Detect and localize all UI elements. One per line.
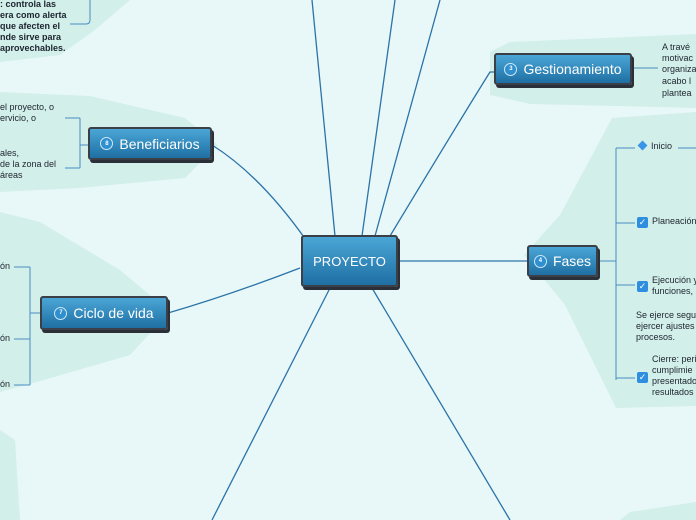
root-node[interactable]: PROYECTO	[301, 235, 398, 287]
node-gestionamiento-label: Gestionamiento	[523, 61, 622, 77]
note-gestionamiento-2: motivac	[662, 53, 694, 63]
link-root-top-b	[361, 0, 396, 237]
link-root-bottom-left	[211, 287, 331, 520]
phase-ejecucion-1: Ejecución y	[652, 275, 696, 285]
panel-fases	[524, 112, 696, 408]
phase-inicio[interactable]: Inicio	[651, 141, 673, 151]
phase-cierre-3: presentado	[652, 376, 696, 386]
note-beneficiarios-1: el proyecto, o	[0, 102, 55, 112]
link-root-bottom-right	[371, 287, 511, 520]
phase-seguimiento-3: procesos.	[636, 332, 676, 342]
note-top-left-3: que afecten el	[0, 21, 61, 31]
note-top-left-1: : controla las	[0, 0, 57, 9]
link-ciclo-bracket	[14, 266, 40, 386]
note-gestionamiento-5: plantea	[662, 88, 692, 98]
phase-seguimiento-1: Se ejerce segu	[636, 310, 696, 320]
node-ciclo-label: Ciclo de vida	[73, 305, 154, 321]
note-beneficiarios-4: de la zona del	[0, 159, 57, 169]
checkbox-checked-icon[interactable]: ✓	[637, 281, 648, 292]
note-ciclo-2: ón	[0, 333, 11, 343]
link-root-ciclo	[167, 267, 301, 314]
note-ciclo-1: ón	[0, 261, 11, 271]
link-root-beneficiarios	[211, 144, 307, 241]
note-beneficiarios-5: áreas	[0, 170, 23, 180]
phase-cierre-1: Cierre: peri	[652, 354, 696, 364]
note-beneficiarios-2: ervicio, o	[0, 113, 37, 123]
note-top-left-2: era como alerta	[0, 10, 67, 20]
link-fases-bracket	[598, 147, 635, 380]
node-fases[interactable]: 4 Fases	[527, 245, 598, 277]
phase-cierre-2: cumplimie	[652, 365, 693, 375]
note-ciclo-3: ón	[0, 379, 11, 389]
link-root-gestionamiento	[389, 71, 494, 237]
number-badge: 4	[533, 254, 547, 268]
note-top-left-5: aprovechables.	[0, 43, 66, 53]
note-gestionamiento-3: organiza	[662, 64, 696, 74]
link-topleft-bracket	[70, 0, 91, 25]
phase-ejecucion-2: funciones,	[652, 286, 694, 296]
number-badge: 7	[54, 306, 68, 320]
number-badge: 3	[504, 62, 518, 76]
phase-cierre-4: resultados	[652, 387, 694, 397]
panel-bottom-left	[0, 430, 20, 520]
node-beneficiarios-label: Beneficiarios	[119, 135, 200, 152]
root-label: PROYECTO	[313, 253, 386, 269]
phase-seguimiento-2: ejercer ajustes	[636, 321, 695, 331]
link-root-top-c	[374, 0, 441, 237]
note-beneficiarios-3: ales,	[0, 148, 20, 158]
node-beneficiarios[interactable]: 8 Beneficiarios	[88, 127, 212, 160]
phase-planeacion[interactable]: Planeación	[652, 216, 696, 226]
checkbox-checked-icon[interactable]: ✓	[637, 217, 648, 228]
link-root-top-a	[311, 0, 336, 237]
number-badge: 8	[100, 137, 114, 150]
panel-bottom-right	[620, 502, 696, 520]
node-ciclo[interactable]: 7 Ciclo de vida	[40, 296, 168, 330]
panel-top-left	[0, 0, 130, 62]
note-gestionamiento-4: acabo l	[662, 76, 692, 86]
note-top-left-4: nde sirve para	[0, 32, 62, 42]
node-fases-label: Fases	[552, 253, 592, 269]
note-gestionamiento-1: A travé	[662, 42, 691, 52]
link-benef-bracket	[65, 117, 88, 169]
checkbox-checked-icon[interactable]: ✓	[637, 372, 648, 383]
node-gestionamiento[interactable]: 3 Gestionamiento	[494, 53, 632, 85]
